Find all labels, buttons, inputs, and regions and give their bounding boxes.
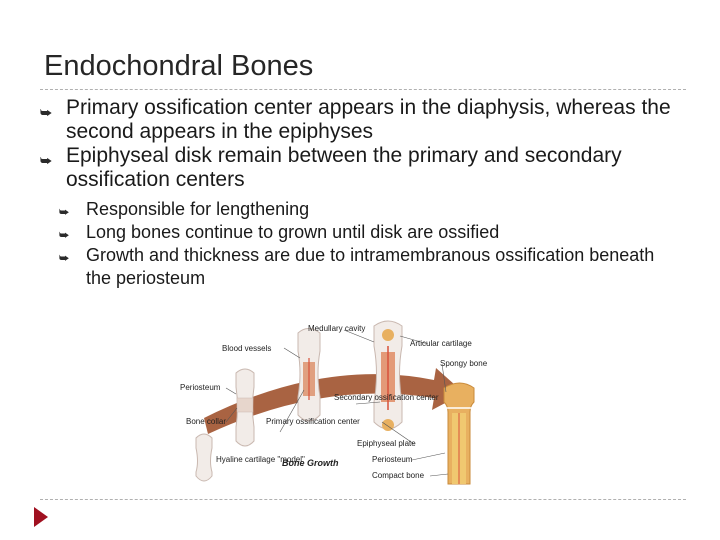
bone-collar-stage <box>235 368 255 447</box>
label-epiphyseal-plate: Epiphyseal plate <box>357 439 416 448</box>
bullet-text: Primary ossification center appears in t… <box>66 96 671 143</box>
label-periosteum-right: Periosteum <box>372 455 413 464</box>
sub-bullet-item: ⮩ Growth and thickness are due to intram… <box>40 244 680 290</box>
arrow-bullet-icon: ⮩ <box>59 230 70 242</box>
secondary-ossification-stage <box>373 320 403 431</box>
sub-bullet-item: ⮩ Long bones continue to grown until dis… <box>40 221 680 244</box>
arrow-bullet-icon: ⮩ <box>40 153 53 168</box>
label-bone-collar: Bone collar <box>186 417 226 426</box>
sub-bullet-text: Responsible for lengthening <box>86 199 310 219</box>
label-medullary-cavity: Medullary cavity <box>308 324 365 333</box>
sub-bullet-text: Growth and thickness are due to intramem… <box>86 245 655 288</box>
label-blood-vessels: Blood vessels <box>222 344 271 353</box>
arrow-bullet-icon: ⮩ <box>59 253 70 265</box>
label-articular-cartilage: Articular cartilage <box>410 339 472 348</box>
label-secondary-center: Secondary ossification center <box>334 393 439 402</box>
sub-bullet-list: ⮩ Responsible for lengthening ⮩ Long bon… <box>40 198 680 290</box>
bullet-text: Epiphyseal disk remain between the prima… <box>66 144 622 191</box>
bullet-list: ⮩ Primary ossification center appears in… <box>40 96 680 290</box>
label-hyaline-model: Hyaline cartilage "model" <box>216 455 305 464</box>
sub-bullet-text: Long bones continue to grown until disk … <box>86 222 500 242</box>
sub-bullet-item: ⮩ Responsible for lengthening <box>40 198 680 221</box>
label-primary-center: Primary ossification center <box>266 417 360 426</box>
mature-bone-section <box>443 382 475 485</box>
bone-growth-figure: Medullary cavity Articular cartilage Blo… <box>180 320 488 485</box>
arrow-bullet-icon: ⮩ <box>59 207 70 219</box>
bottom-divider <box>40 499 686 500</box>
label-periosteum-left: Periosteum <box>180 383 221 392</box>
slide-title: Endochondral Bones <box>44 50 314 82</box>
title-divider <box>40 89 686 90</box>
label-spongy-bone: Spongy bone <box>440 359 488 368</box>
next-slide-icon[interactable] <box>34 507 48 527</box>
primary-ossification-stage <box>297 328 321 422</box>
hyaline-cartilage-model <box>195 433 213 482</box>
bullet-item: ⮩ Primary ossification center appears in… <box>40 96 680 144</box>
figure-caption: Bone Growth <box>282 458 339 468</box>
label-compact-bone: Compact bone <box>372 471 425 480</box>
bullet-item: ⮩ Epiphyseal disk remain between the pri… <box>40 144 680 192</box>
arrow-bullet-icon: ⮩ <box>40 105 53 120</box>
